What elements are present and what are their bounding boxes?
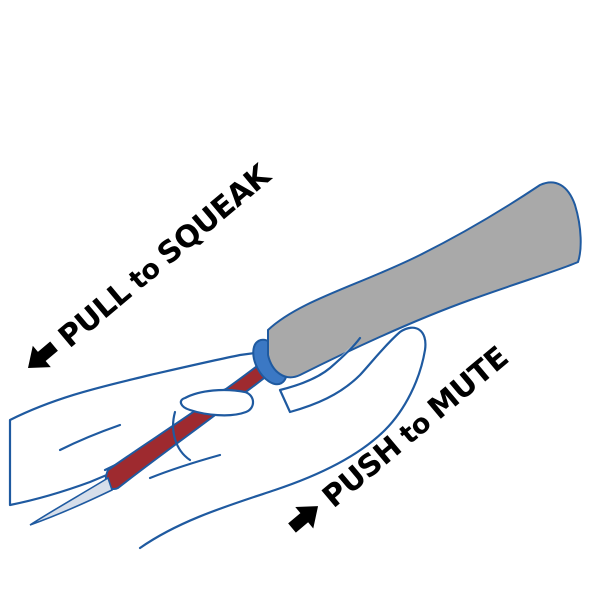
- pull-instruction: PULLtoSQUEAK: [18, 157, 279, 384]
- arrow-right-icon: [283, 495, 327, 538]
- pull-action-word: SQUEAK: [151, 157, 279, 272]
- arrow-left-icon: [19, 335, 63, 378]
- pull-to-word: to: [123, 253, 166, 296]
- pull-label: PULLtoSQUEAK: [52, 157, 279, 355]
- push-action-word: MUTE: [421, 340, 515, 427]
- push-to-word: to: [394, 407, 437, 450]
- pull-word: PULL: [52, 275, 138, 355]
